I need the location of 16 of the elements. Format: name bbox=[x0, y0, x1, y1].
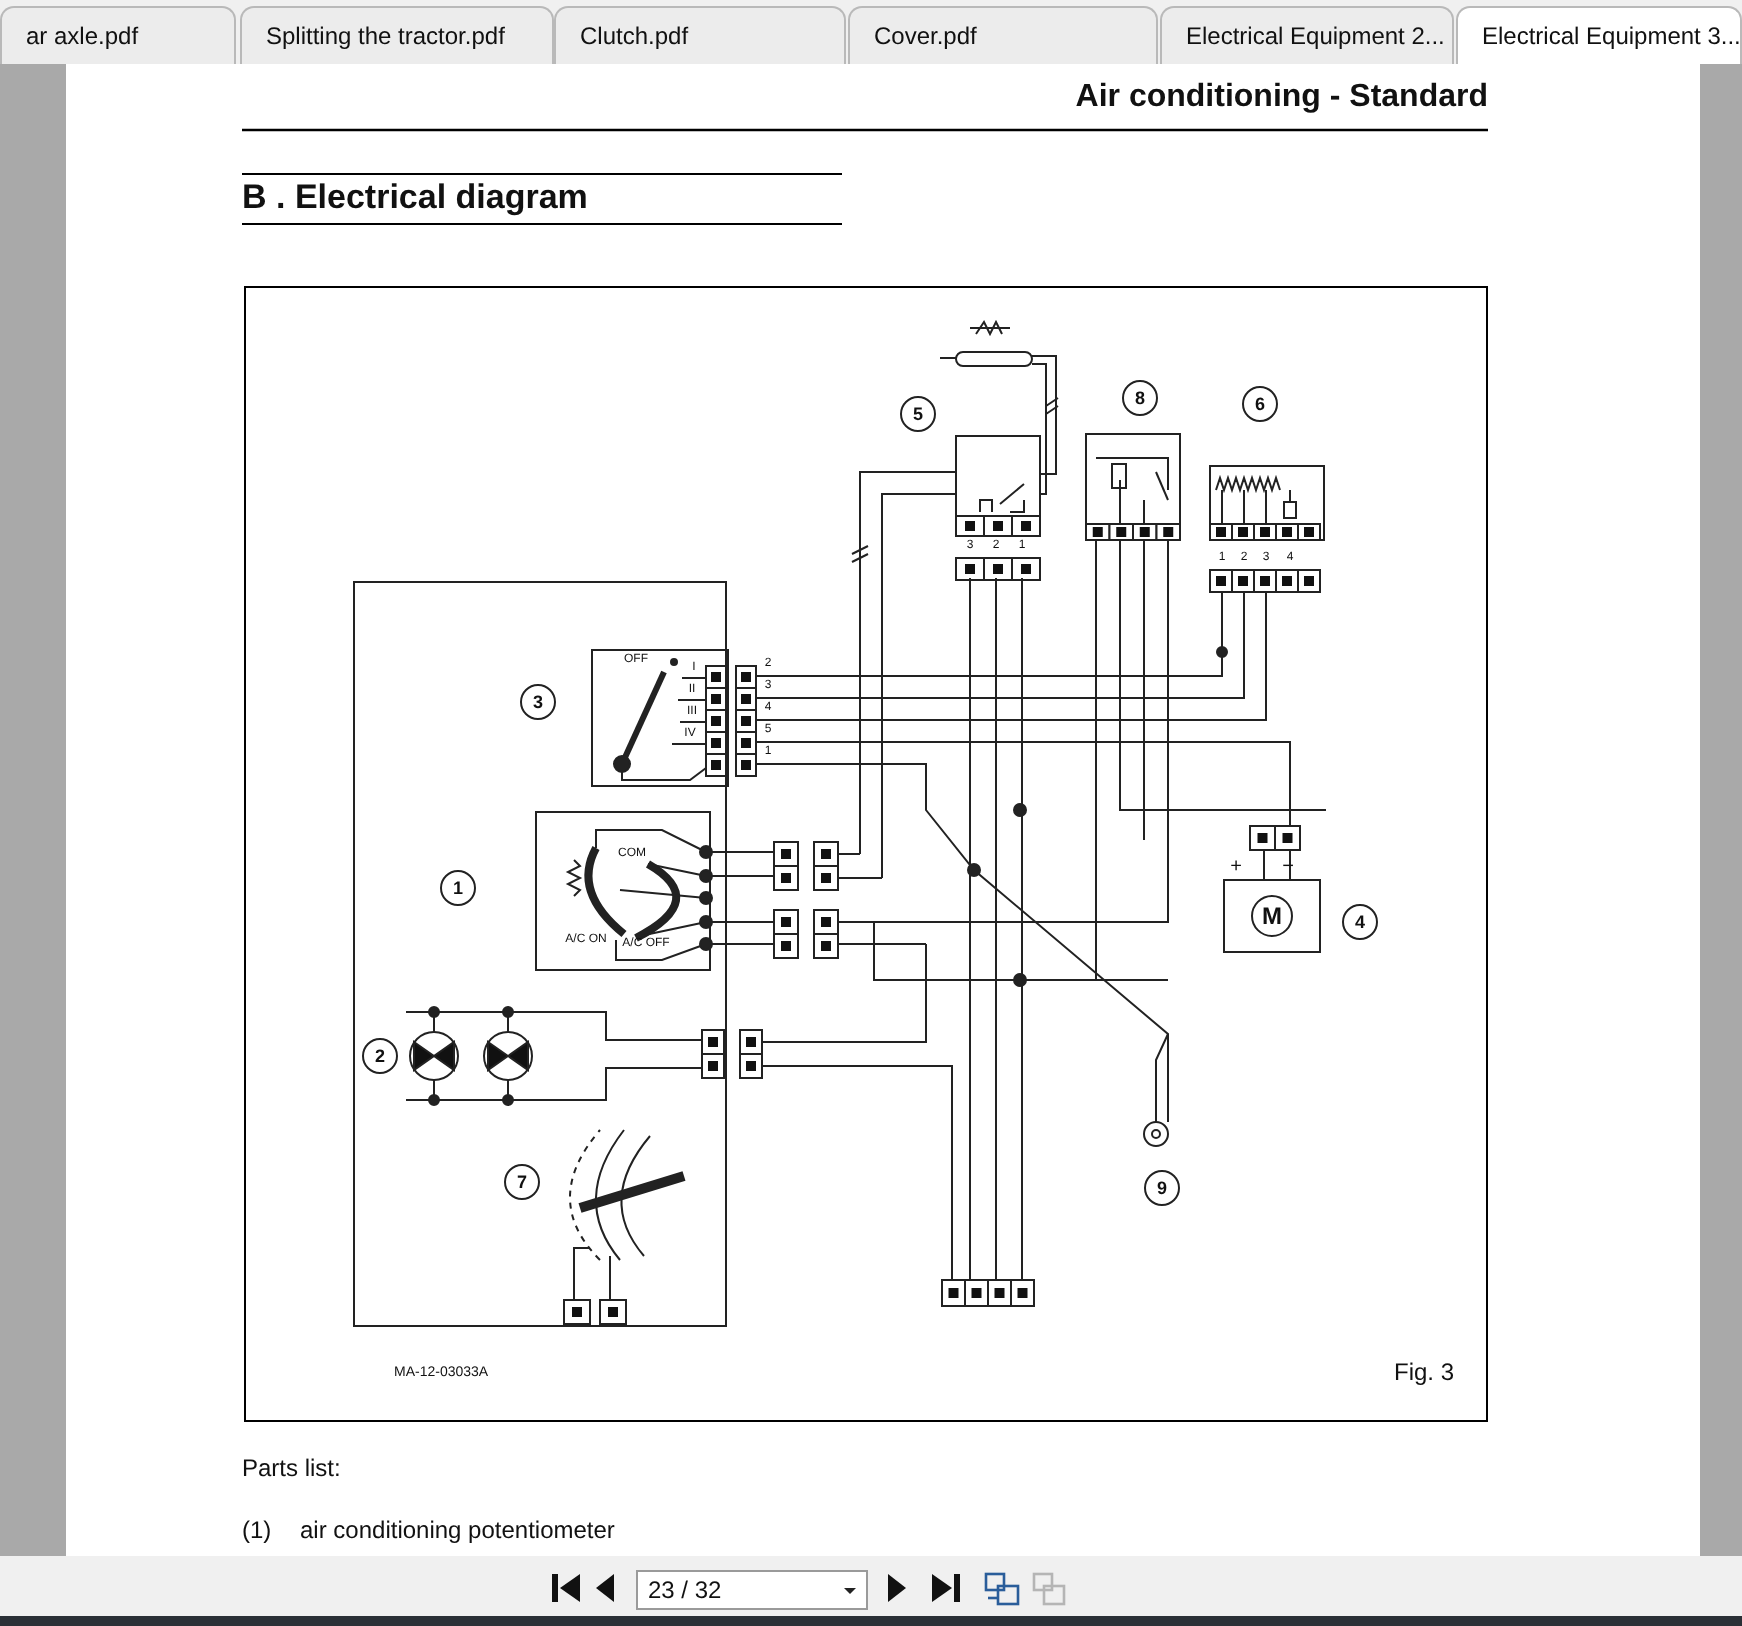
tab: Cover.pdf bbox=[848, 6, 1158, 64]
tab: ar axle.pdf bbox=[0, 6, 236, 64]
motor-label: M bbox=[1262, 904, 1282, 928]
page-header: Air conditioning - Standard bbox=[1075, 80, 1488, 116]
tab: Electrical Equipment 3... bbox=[1456, 6, 1742, 64]
polarity-sign: − bbox=[1282, 858, 1294, 878]
section-heading: B . Electrical diagram bbox=[242, 178, 588, 218]
polarity-sign: + bbox=[1230, 858, 1242, 878]
body-text: air conditioning potentiometer bbox=[300, 1516, 615, 1544]
tab: Clutch.pdf bbox=[554, 6, 846, 64]
tab: Splitting the tractor.pdf bbox=[240, 6, 554, 64]
body-text: (1) bbox=[242, 1516, 272, 1544]
figure-number: Fig. 3 bbox=[1394, 1358, 1455, 1386]
page-number-field: 23 / 32 bbox=[636, 1570, 868, 1610]
body-text: Parts list: bbox=[242, 1454, 341, 1482]
tab: Electrical Equipment 2... bbox=[1160, 6, 1454, 64]
